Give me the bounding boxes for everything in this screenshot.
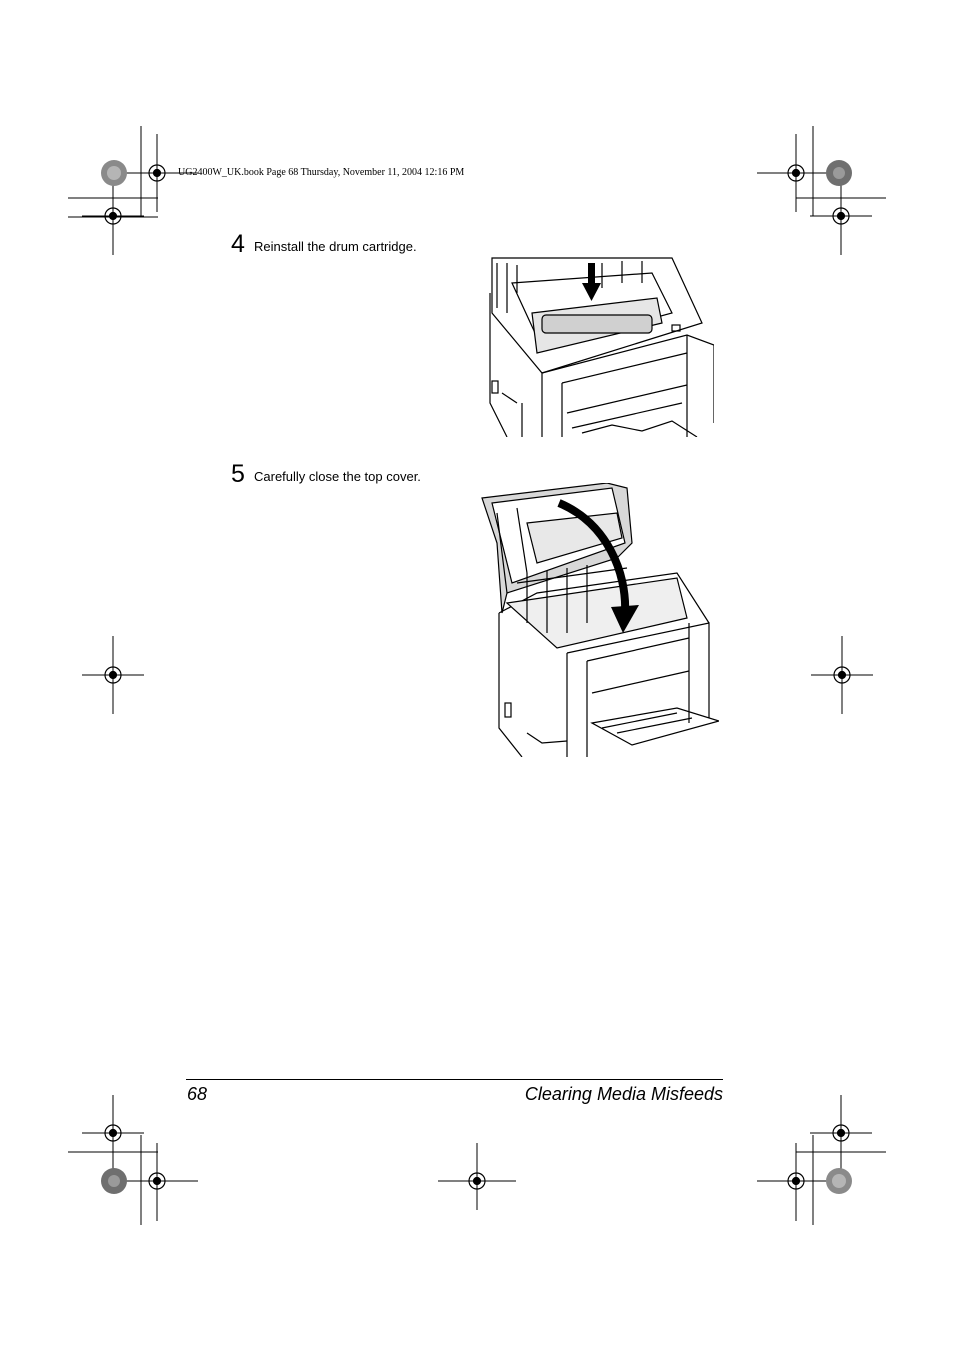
step-instruction: Reinstall the drum cartridge. <box>254 239 417 254</box>
footer-rule <box>186 1079 723 1080</box>
book-slug: UG2400W_UK.book Page 68 Thursday, Novemb… <box>178 167 465 178</box>
step-number: 4 <box>231 230 245 258</box>
printer-drum-reinstall-illustration <box>489 257 714 437</box>
printer-close-top-cover-illustration <box>481 483 719 757</box>
step-instruction: Carefully close the top cover. <box>254 469 421 484</box>
page-number: 68 <box>187 1084 208 1104</box>
section-title: Clearing Media Misfeeds <box>524 1084 723 1104</box>
step-number: 5 <box>231 460 245 488</box>
